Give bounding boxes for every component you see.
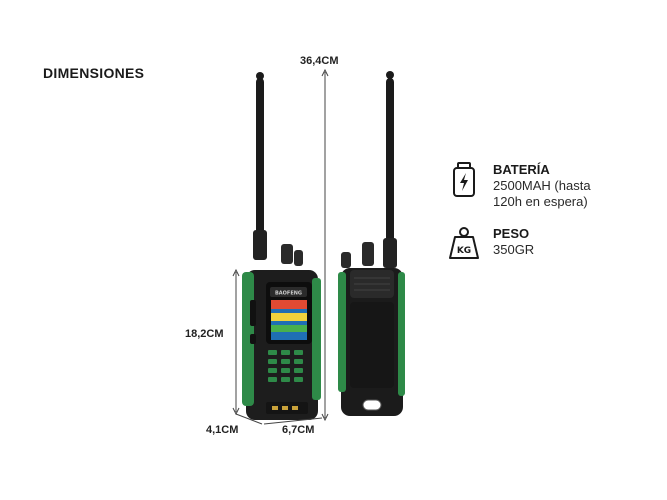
brand-text: BAOFENG <box>275 291 302 297</box>
spec-battery-label: BATERÍA <box>493 162 550 177</box>
back-radio-image <box>338 71 405 416</box>
dimension-width: 6,7CM <box>282 424 315 436</box>
page-title: DIMENSIONES <box>43 65 145 81</box>
spec-battery: BATERÍA 2500MAH (hasta 120h en espera) <box>447 162 591 210</box>
spec-weight-label: PESO <box>493 226 530 241</box>
dimension-lines <box>232 68 329 425</box>
spec-weight-value: 350GR <box>493 242 535 257</box>
dimension-total-height: 36,4CM <box>300 55 339 67</box>
spec-battery-value-line1: 2500MAH (hasta <box>493 178 591 193</box>
dimension-body-height: 18,2CM <box>185 328 224 340</box>
dimension-depth: 4,1CM <box>206 424 239 436</box>
weight-icon: KG <box>447 226 481 262</box>
spec-weight: KG PESO 350GR <box>447 226 534 262</box>
battery-icon <box>447 162 481 198</box>
spec-battery-value-line2: 120h en espera) <box>493 194 588 209</box>
weight-icon-text: KG <box>457 246 471 256</box>
front-radio-image: BAOFENG <box>242 72 321 420</box>
